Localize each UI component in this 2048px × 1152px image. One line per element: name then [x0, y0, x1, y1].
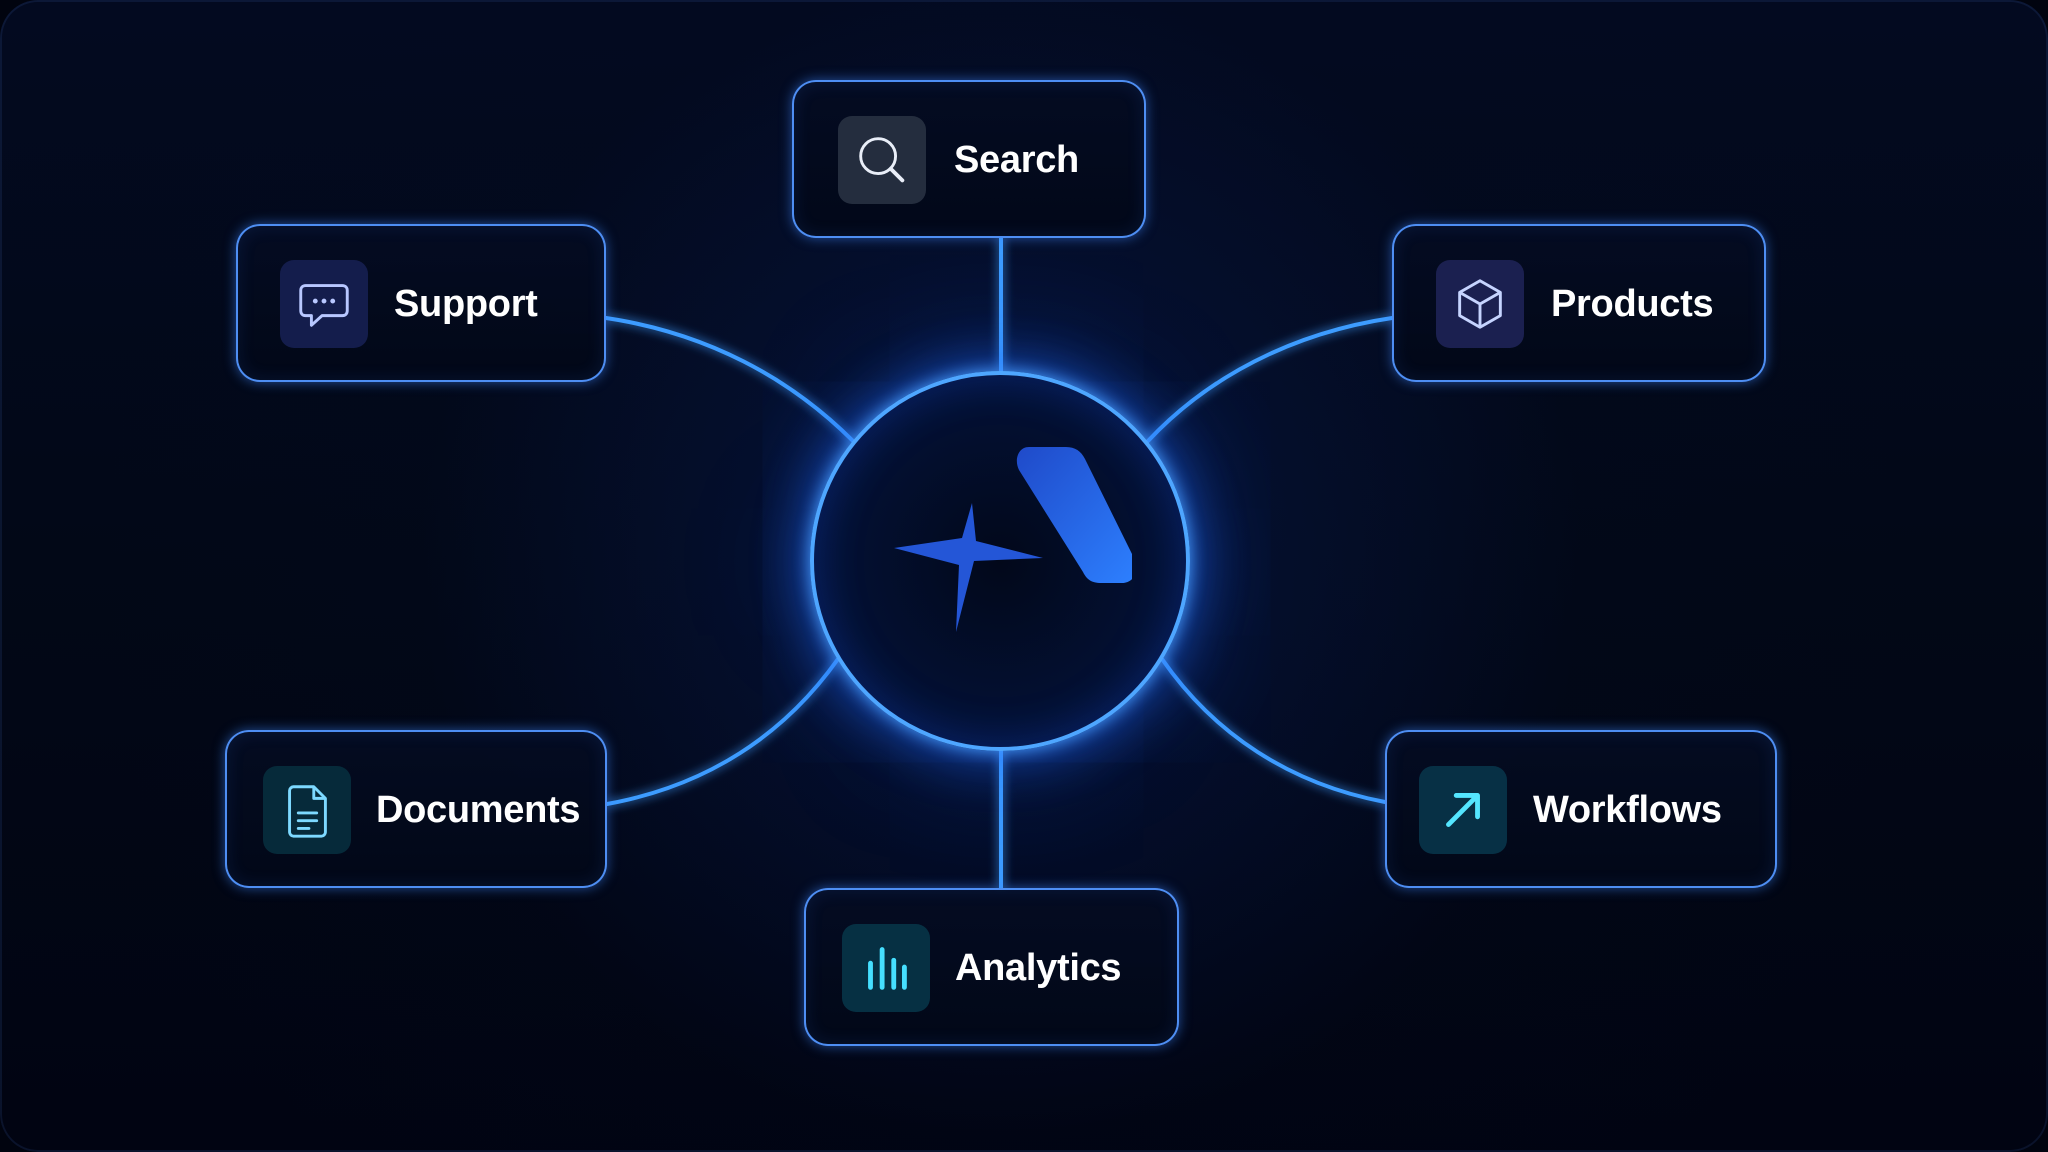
- node-workflows: Workflows: [1385, 730, 1777, 888]
- central-hub: [810, 371, 1190, 751]
- node-label-workflows: Workflows: [1533, 789, 1722, 831]
- arrow-up-right-icon: [1446, 793, 1480, 827]
- node-search: Search: [792, 80, 1146, 238]
- node-analytics: Analytics: [804, 888, 1179, 1046]
- a-star-logo-icon: [894, 447, 1132, 632]
- node-label-support: Support: [394, 283, 538, 325]
- arrow-up-right-icon-tile: [1419, 766, 1507, 854]
- document-icon: [288, 785, 327, 838]
- connection-line-workflows: [1160, 657, 1387, 804]
- node-label-analytics: Analytics: [955, 947, 1122, 989]
- box-icon-tile: [1436, 260, 1524, 348]
- connection-line-support: [604, 316, 855, 443]
- chat-bubble-icon-tile: [280, 260, 368, 348]
- node-label-search: Search: [954, 139, 1079, 181]
- document-icon-tile: [263, 766, 351, 854]
- node-products: Products: [1392, 224, 1766, 382]
- search-icon: [859, 137, 905, 183]
- node-label-documents: Documents: [376, 789, 581, 831]
- node-label-products: Products: [1551, 283, 1714, 325]
- node-documents: Documents: [225, 730, 607, 888]
- bar-chart-icon-tile: [842, 924, 930, 1012]
- chat-bubble-icon: [299, 284, 349, 327]
- connection-line-products: [1146, 316, 1394, 443]
- connection-line-documents: [605, 657, 840, 806]
- bar-chart-icon: [868, 947, 907, 990]
- search-icon-tile: [838, 116, 926, 204]
- box-icon: [1458, 279, 1502, 329]
- node-support: Support: [236, 224, 606, 382]
